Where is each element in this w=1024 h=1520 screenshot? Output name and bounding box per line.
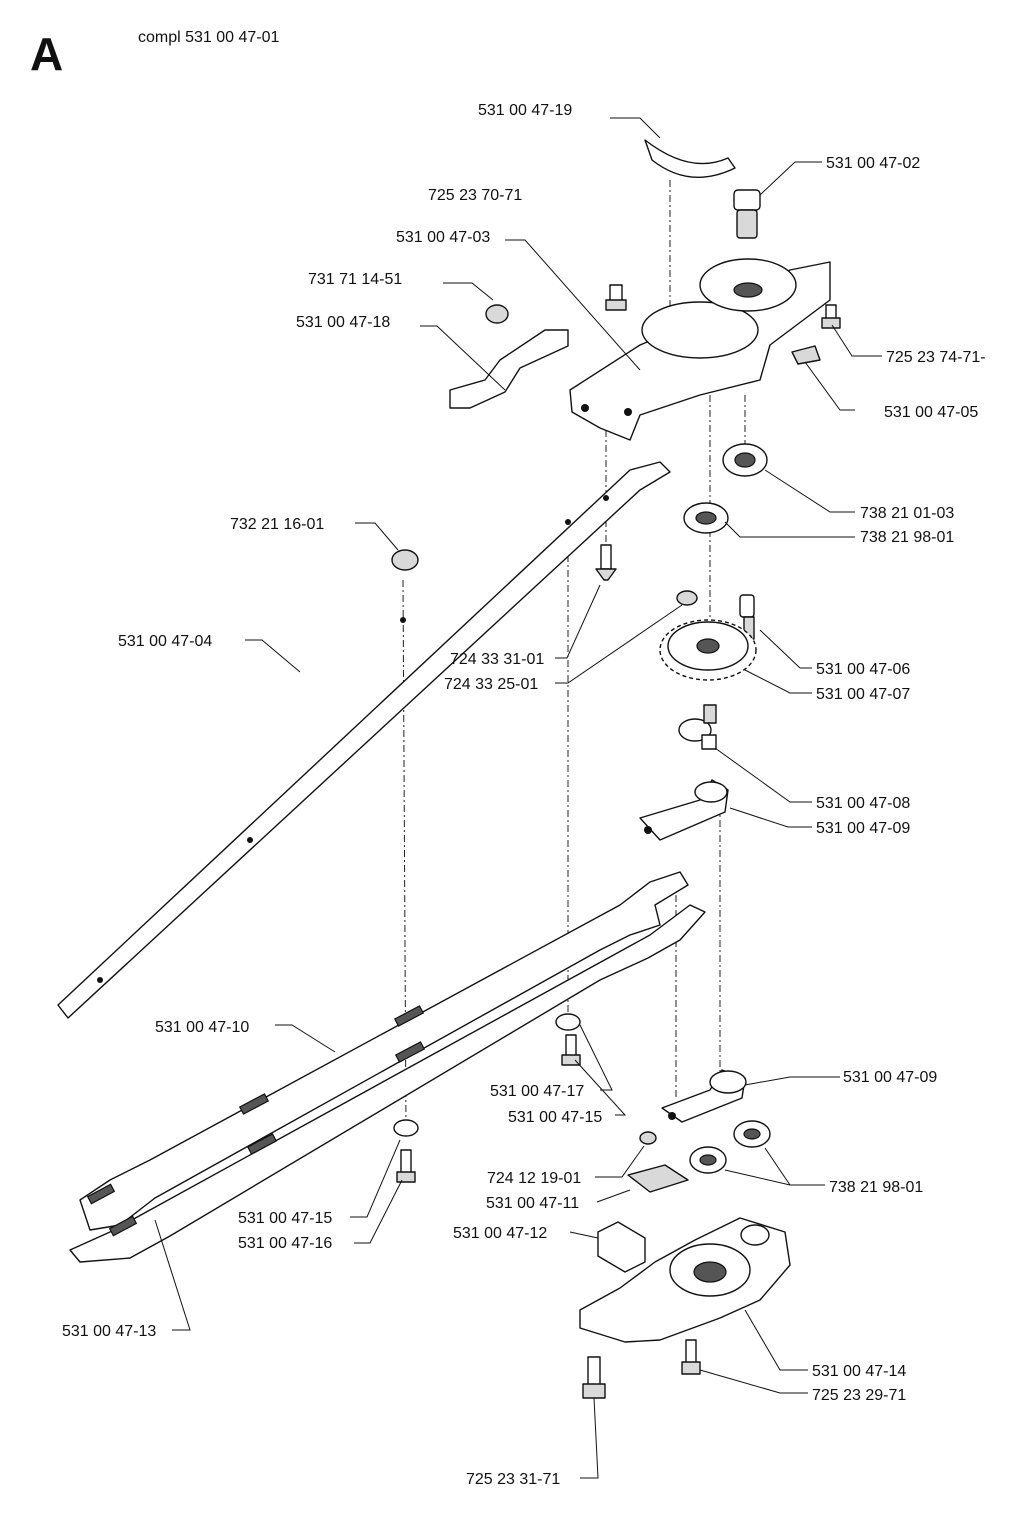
screw-part xyxy=(595,544,617,581)
callout-label: 531 00 47-09 xyxy=(843,1069,937,1086)
callout-label: 531 00 47-02 xyxy=(826,155,920,172)
callout-label: 725 23 31-71 xyxy=(466,1471,560,1488)
connecting-rod-part xyxy=(639,779,729,841)
parts xyxy=(57,139,841,1399)
lower-blade-part xyxy=(69,904,706,1263)
plate-part xyxy=(627,1164,689,1193)
screw-part xyxy=(639,1131,657,1145)
guide-block-part xyxy=(597,1221,646,1273)
callout-label: 731 71 14-51 xyxy=(308,271,402,288)
screw-part xyxy=(396,1149,416,1183)
screw-part xyxy=(561,1034,581,1066)
callout-label: 725 23 70-71 xyxy=(428,187,522,204)
callout-label: 531 00 47-13 xyxy=(62,1323,156,1340)
leader-lines xyxy=(154,117,882,1479)
callout-label: 725 23 74-71- xyxy=(886,349,986,366)
drive-gear-part xyxy=(659,619,757,681)
callout-label: 531 00 47-16 xyxy=(238,1235,332,1252)
ball-bearing-part xyxy=(683,502,729,534)
callout-labels: 531 00 47-19 531 00 47-02 725 23 70-71 5… xyxy=(62,102,986,1488)
grease-fitting-part xyxy=(733,189,761,239)
section-letter: A xyxy=(30,28,63,80)
grease-nipple-part xyxy=(791,345,821,365)
callout-label: 531 00 47-11 xyxy=(486,1195,579,1212)
guide-bar-part xyxy=(57,461,671,1019)
callout-label: 531 00 47-15 xyxy=(508,1109,602,1126)
callout-label: 724 33 25-01 xyxy=(444,676,538,693)
callout-label: 531 00 47-05 xyxy=(884,404,978,421)
housing-screw-part xyxy=(821,304,841,329)
callout-label: 725 23 29-71 xyxy=(812,1387,906,1404)
callout-label: 531 00 47-19 xyxy=(478,102,572,119)
callout-label: 531 00 47-18 xyxy=(296,314,390,331)
assembly-number: compl 531 00 47-01 xyxy=(138,29,280,46)
callout-label: 531 00 47-15 xyxy=(238,1210,332,1227)
callout-label: 531 00 47-03 xyxy=(396,229,490,246)
callout-label: 724 33 31-01 xyxy=(450,651,544,668)
callout-label: 531 00 47-14 xyxy=(812,1363,906,1380)
callout-label: 738 21 98-01 xyxy=(860,529,954,546)
housing-screw-part xyxy=(605,284,627,311)
callout-label: 738 21 01-03 xyxy=(860,505,954,522)
callout-label: 531 00 47-09 xyxy=(816,820,910,837)
callout-label: 531 00 47-12 xyxy=(453,1225,547,1242)
callout-label: 531 00 47-08 xyxy=(816,795,910,812)
bracket-part xyxy=(449,329,569,409)
callout-label: 531 00 47-10 xyxy=(155,1019,249,1036)
callout-label: 732 21 16-01 xyxy=(230,516,324,533)
nut-part xyxy=(391,549,419,571)
washer-part xyxy=(555,1013,581,1031)
screw-part xyxy=(676,590,698,606)
ball-bearing-part xyxy=(733,1120,771,1148)
nut-part xyxy=(485,304,509,324)
cover-plate-part xyxy=(644,139,736,178)
screw-part xyxy=(582,1356,606,1399)
screw-part xyxy=(681,1339,701,1375)
callout-label: 531 00 47-06 xyxy=(816,661,910,678)
crankshaft-part xyxy=(678,704,717,750)
callout-label: 724 12 19-01 xyxy=(487,1170,581,1187)
lower-gear-housing-part xyxy=(579,1217,791,1343)
callout-label: 531 00 47-07 xyxy=(816,686,910,703)
ball-bearing-part xyxy=(689,1146,727,1174)
callout-label: 738 21 98-01 xyxy=(829,1179,923,1196)
ball-bearing-part xyxy=(722,443,768,477)
callout-label: 531 00 47-04 xyxy=(118,633,212,650)
callout-label: 531 00 47-17 xyxy=(490,1083,584,1100)
gear-housing-part xyxy=(569,258,831,441)
upper-blade-part xyxy=(79,871,689,1231)
connecting-rod-part xyxy=(661,1069,747,1123)
washer-part xyxy=(393,1119,419,1137)
